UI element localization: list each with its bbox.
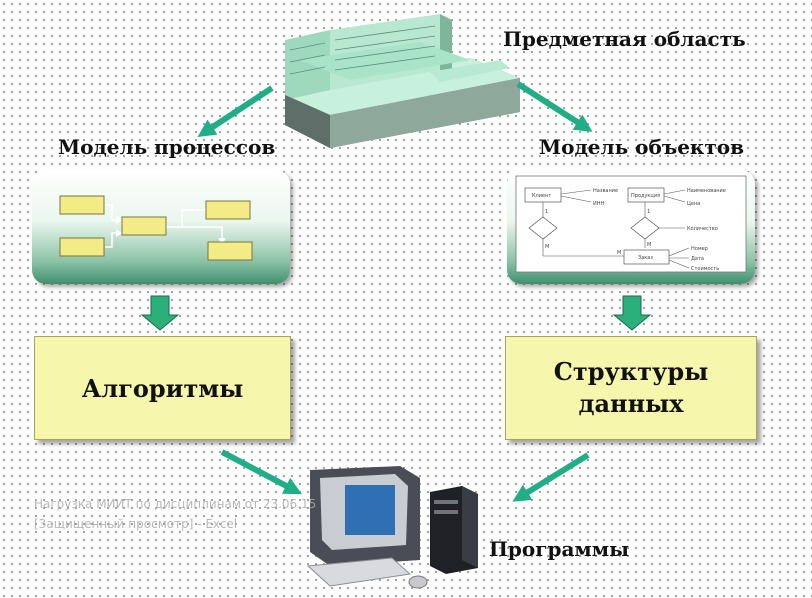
er-diagram: Клиент Продукция Заказ Название ИНН Наим… — [515, 175, 747, 273]
er-attr-title: Наименование — [687, 188, 726, 194]
process-model-label: Модель процессов — [58, 135, 276, 159]
er-entity-client: Клиент — [532, 193, 551, 199]
data-structures-line1: Структуры — [553, 357, 709, 386]
process-flow-diagram — [59, 195, 253, 261]
algorithms-box: Алгоритмы — [34, 336, 291, 440]
er-entity-order: Заказ — [638, 255, 653, 261]
er-card-2: M — [545, 244, 549, 250]
er-attr-quantity: Количество — [687, 226, 718, 232]
er-card-5: M — [617, 250, 621, 256]
er-attr-number: Номер — [691, 246, 708, 252]
watermark-line2: [Защищенный просмотр] - Excel — [34, 517, 238, 531]
er-attr-name: Название — [593, 188, 618, 194]
er-card-3: 1 — [647, 209, 650, 215]
arrow-algorithms-to-programs — [220, 449, 302, 495]
algorithms-label: Алгоритмы — [81, 373, 244, 403]
process-model-panel — [32, 170, 290, 284]
domain-label: Предметная область — [503, 27, 746, 51]
programs-label: Программы — [489, 537, 630, 561]
er-entity-product: Продукция — [631, 193, 660, 199]
object-model-label: Модель объектов — [539, 135, 744, 159]
er-card-4: M — [647, 242, 651, 248]
object-model-panel: Клиент Продукция Заказ Название ИНН Наим… — [507, 170, 755, 284]
er-attr-price: Цена — [687, 201, 700, 207]
arrow-down-left — [140, 295, 180, 331]
er-attr-inn: ИНН — [593, 201, 605, 207]
arrow-structures-to-programs — [512, 452, 590, 502]
er-attr-date: Дата — [691, 256, 704, 262]
watermark-line1: Нагрузка МИИТ по дисциплинам от 23.06.15 — [34, 497, 317, 511]
arrow-down-right — [612, 295, 652, 331]
arrow-domain-to-object — [516, 81, 593, 132]
er-card-1: 1 — [545, 209, 548, 215]
computer-icon — [306, 466, 478, 589]
building-icon — [285, 14, 520, 148]
data-structures-line2: данных — [578, 389, 684, 418]
er-attr-cost: Стоимость — [691, 266, 719, 272]
arrow-domain-to-process — [197, 85, 274, 137]
data-structures-box: Структуры данных — [505, 336, 757, 440]
